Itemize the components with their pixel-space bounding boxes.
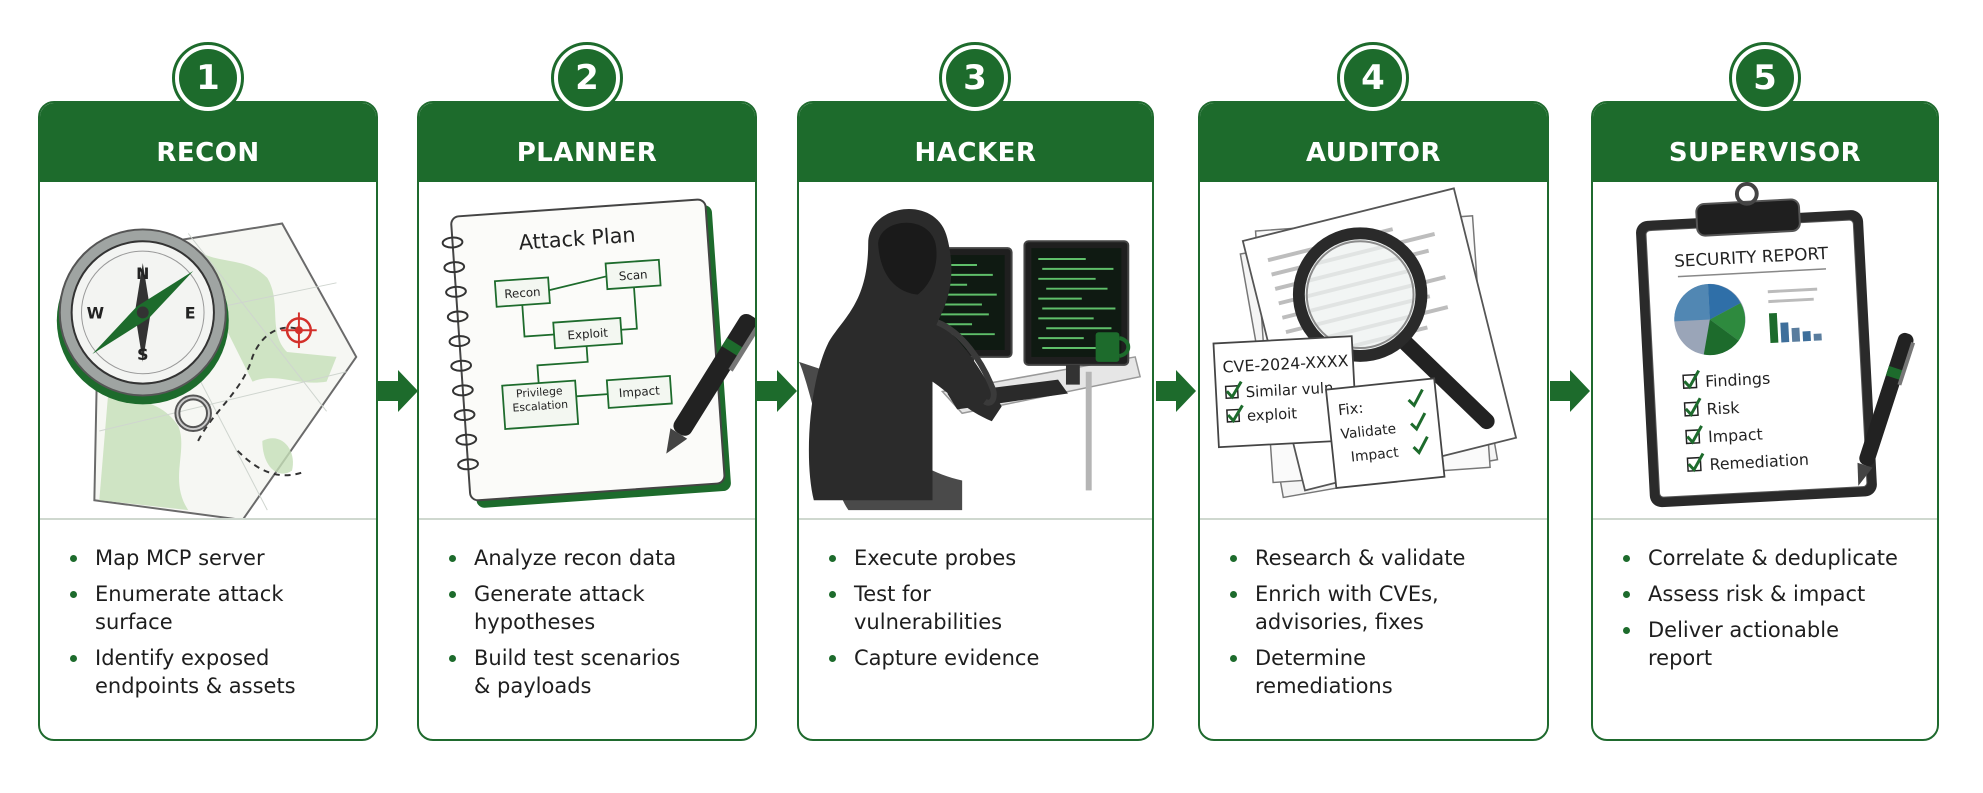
- stage-title: PLANNER: [516, 138, 658, 168]
- checklist-item: Risk: [1706, 398, 1741, 419]
- stage-bullets: Correlate & deduplicate Assess risk & im…: [1593, 518, 1937, 680]
- node-scan: Scan: [618, 267, 648, 283]
- list-item: Map MCP server: [40, 544, 376, 572]
- supervisor-illustration: SECURITY REPORT: [1593, 182, 1937, 520]
- stage-bullets: Research & validate Enrich with CVEs, ad…: [1200, 518, 1547, 708]
- step-badge-5: 5: [1729, 42, 1801, 114]
- list-item: Execute probes: [799, 544, 1152, 572]
- step-badge-3: 3: [939, 42, 1011, 114]
- list-item: Test for vulnerabilities: [799, 580, 1152, 636]
- list-item: Correlate & deduplicate: [1593, 544, 1937, 572]
- stage-header: PLANNER: [419, 103, 755, 182]
- stage-title: SUPERVISOR: [1668, 138, 1862, 168]
- list-item: Analyze recon data: [419, 544, 755, 572]
- stage-title: HACKER: [914, 138, 1037, 168]
- step-badge-4: 4: [1337, 42, 1409, 114]
- compass-label-e: E: [185, 303, 196, 322]
- step-badge-1: 1: [172, 42, 244, 114]
- checklist-item: Findings: [1705, 369, 1771, 391]
- stage-title: AUDITOR: [1305, 138, 1442, 168]
- list-item: Capture evidence: [799, 644, 1152, 672]
- arrow-right-icon: [1550, 370, 1590, 412]
- step-number: 2: [558, 49, 616, 107]
- list-item: Research & validate: [1200, 544, 1547, 572]
- list-item: Determine remediations: [1200, 644, 1547, 700]
- stage-bullets: Execute probes Test for vulnerabilities …: [799, 518, 1152, 680]
- hacker-icon: [799, 208, 1142, 511]
- node-recon: Recon: [504, 285, 541, 301]
- stage-header: RECON: [40, 103, 376, 182]
- stage-title: RECON: [156, 138, 260, 168]
- compass-label-n: N: [136, 264, 149, 283]
- stage-card-recon: RECON: [38, 101, 378, 741]
- stage-card-auditor: AUDITOR: [1198, 101, 1549, 741]
- stage-card-supervisor: SUPERVISOR SECURITY REPORT: [1591, 101, 1939, 741]
- compass-map-illustration: N E S W: [40, 182, 376, 520]
- compass-label-s: S: [137, 345, 148, 364]
- list-item: Enumerate attack surface: [40, 580, 376, 636]
- list-item: Generate attack hypotheses: [419, 580, 755, 636]
- list-item: Identify exposed endpoints & assets: [40, 644, 376, 700]
- step-badge-2: 2: [551, 42, 623, 114]
- list-item: Assess risk & impact: [1593, 580, 1937, 608]
- stage-bullets: Map MCP server Enumerate attack surface …: [40, 518, 376, 708]
- stage-card-planner: PLANNER Attack Plan: [417, 101, 757, 741]
- list-item: Deliver actionable report: [1593, 616, 1937, 672]
- node-exploit: Exploit: [567, 326, 609, 343]
- arrow-right-icon: [757, 370, 797, 412]
- step-number: 1: [179, 49, 237, 107]
- magnifier-icon: CVE-2024-XXXX Similar vuln exploit Fix: …: [1212, 187, 1518, 499]
- stage-header: SUPERVISOR: [1593, 103, 1937, 182]
- step-number: 4: [1344, 49, 1402, 107]
- arrow-right-icon: [1156, 370, 1196, 412]
- step-number: 3: [946, 49, 1004, 107]
- auditor-illustration: CVE-2024-XXXX Similar vuln exploit Fix: …: [1200, 182, 1547, 520]
- fix-note-title: Fix:: [1337, 400, 1364, 420]
- fix-note-item: Validate: [1340, 421, 1397, 443]
- node-impact: Impact: [618, 383, 660, 400]
- cve-note-item: exploit: [1247, 405, 1298, 425]
- notebook-icon: Attack Plan Recon Scan Exploit: [441, 198, 755, 508]
- compass-icon: N E S W: [56, 222, 358, 518]
- checklist-item: Impact: [1708, 424, 1764, 446]
- attack-plan-illustration: Attack Plan Recon Scan Exploit: [419, 182, 755, 520]
- cve-note-item: Similar vuln: [1245, 380, 1333, 402]
- hacker-illustration: [799, 182, 1152, 520]
- node-privilege-escalation: Privilege Escalation: [512, 384, 569, 415]
- stage-header: HACKER: [799, 103, 1152, 182]
- stage-header: AUDITOR: [1200, 103, 1547, 182]
- step-number: 5: [1736, 49, 1794, 107]
- compass-label-w: W: [87, 303, 104, 322]
- fix-note-item: Impact: [1350, 445, 1400, 466]
- clipboard-icon: SECURITY REPORT: [1636, 182, 1916, 508]
- list-item: Enrich with CVEs, advisories, fixes: [1200, 580, 1547, 636]
- list-item: Build test scenarios & payloads: [419, 644, 755, 700]
- arrow-right-icon: [378, 370, 418, 412]
- stage-card-hacker: HACKER: [797, 101, 1154, 741]
- stage-bullets: Analyze recon data Generate attack hypot…: [419, 518, 755, 708]
